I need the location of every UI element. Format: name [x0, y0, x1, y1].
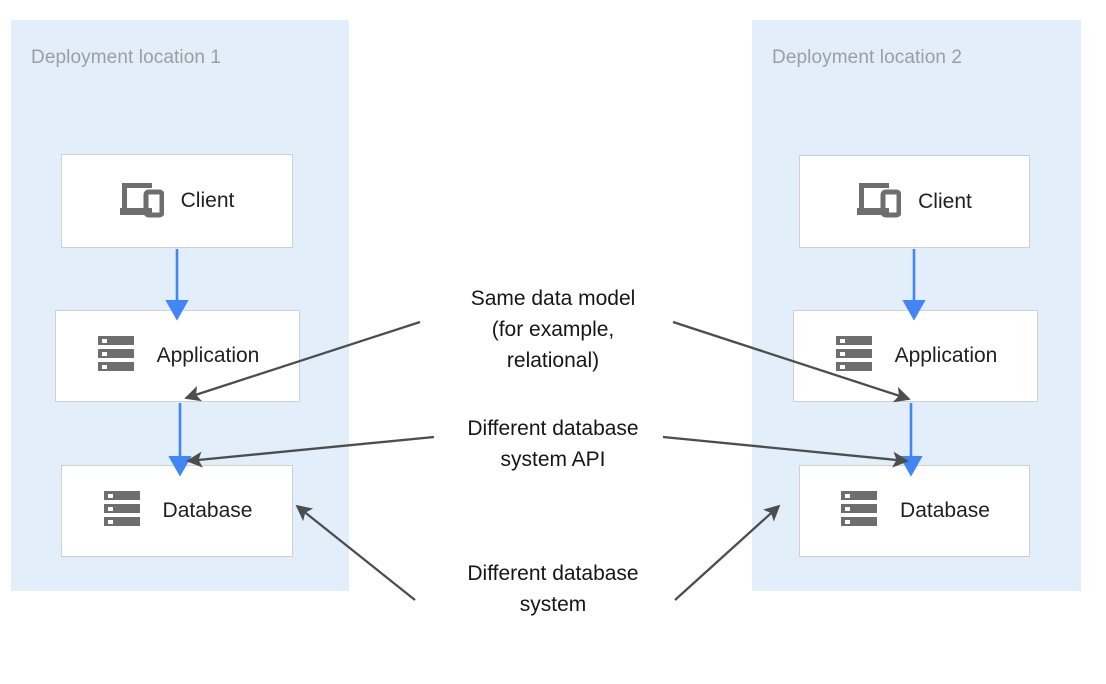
node-left-client[interactable]: Client — [61, 154, 293, 248]
node-right-client[interactable]: Client — [799, 155, 1030, 248]
node-left-client-label: Client — [180, 189, 235, 212]
node-right-client-label: Client — [918, 189, 972, 213]
deployment-zone-2-title: Deployment location 2 — [772, 47, 963, 68]
server-stack-icon — [834, 333, 878, 380]
node-right-database-label: Database — [900, 499, 990, 522]
server-stack-icon — [839, 488, 883, 535]
server-stack-icon — [96, 333, 140, 380]
node-right-application-label: Application — [894, 344, 998, 367]
node-right-application[interactable]: Application — [793, 310, 1038, 402]
devices-icon — [857, 178, 902, 225]
annotation-different-database-system-api: Different database system API — [467, 417, 639, 471]
annotation-same-data-model: Same data model (for example, relational… — [470, 287, 636, 372]
node-left-database[interactable]: Database — [61, 465, 293, 557]
node-right-database[interactable]: Database — [799, 465, 1030, 557]
annotation-different-database-system: Different database system — [467, 562, 639, 616]
server-stack-icon — [102, 488, 146, 535]
node-left-application-label: Application — [156, 344, 260, 367]
node-left-database-label: Database — [162, 499, 253, 522]
deployment-zone-1-title: Deployment location 1 — [31, 47, 222, 68]
devices-icon — [119, 178, 165, 225]
node-left-application[interactable]: Application — [55, 310, 300, 402]
